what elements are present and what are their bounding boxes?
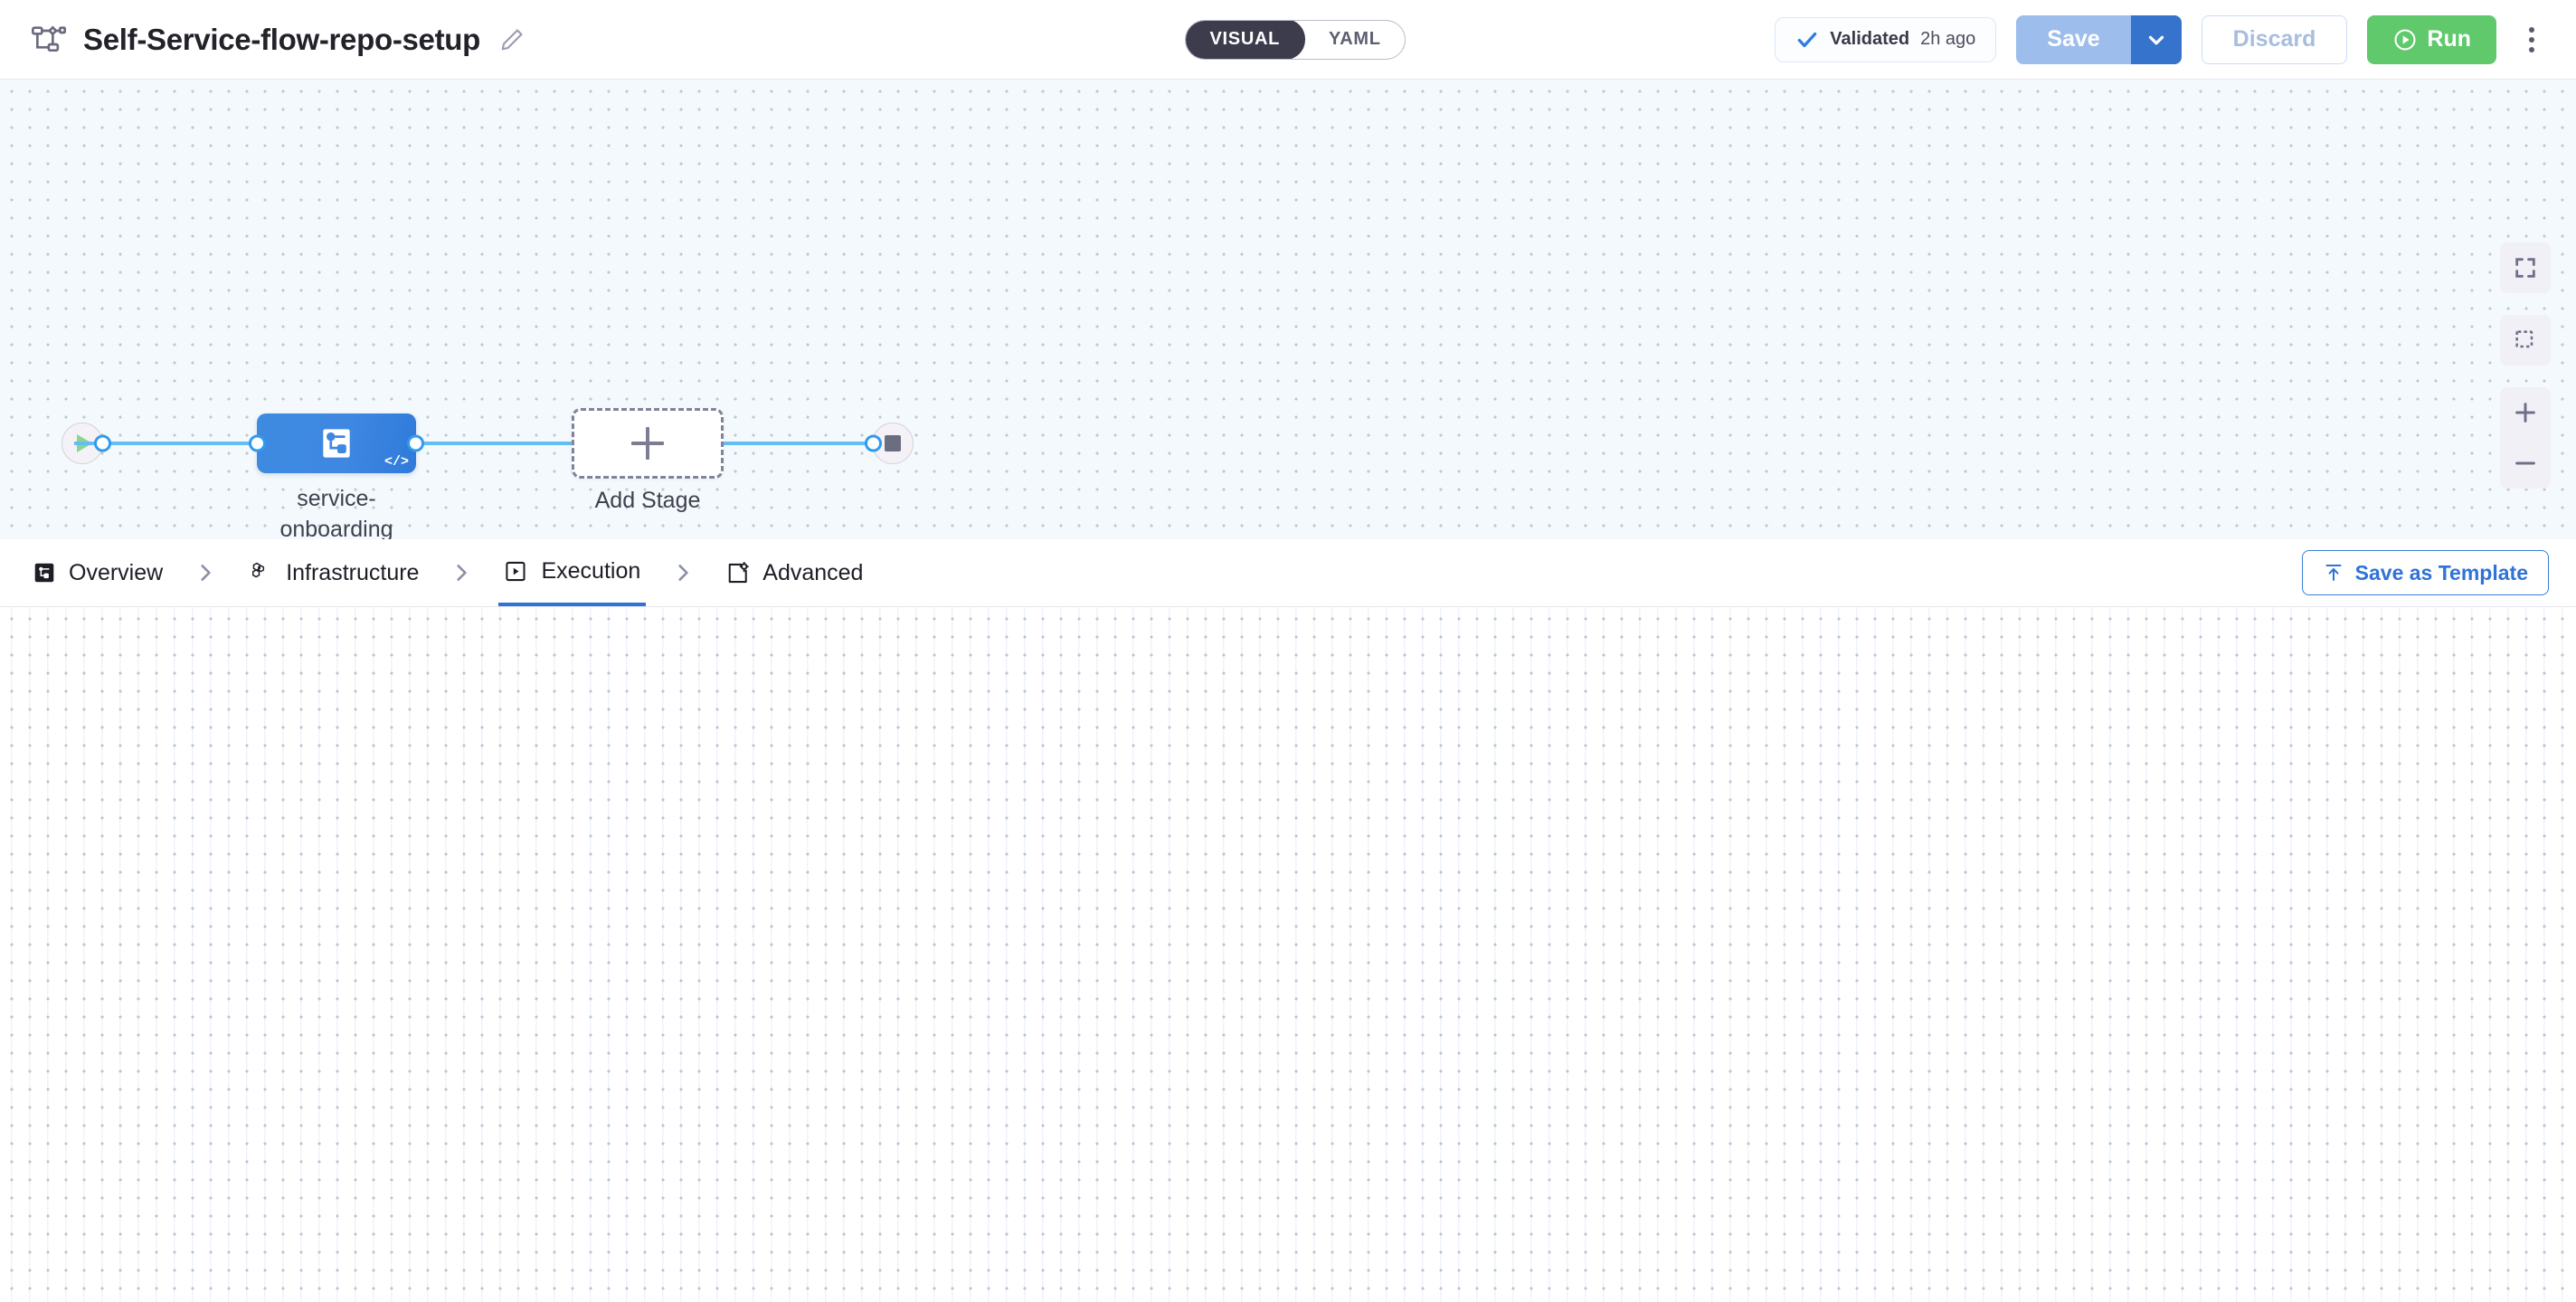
add-stage-button[interactable] <box>572 408 724 479</box>
stage-node-label: service-onboarding <box>279 486 393 539</box>
section-tab-strip: Overview Infrastructure <box>0 539 2576 607</box>
validated-label: Validated <box>1830 29 1910 49</box>
tab-execution-label: Execution <box>541 557 641 584</box>
chevron-down-icon <box>2145 28 2168 52</box>
stage-node-body[interactable]: </> <box>257 413 416 473</box>
tab-execution[interactable]: Execution <box>498 539 647 606</box>
page-title: Self-Service-flow-repo-setup <box>83 22 481 56</box>
end-node-port[interactable] <box>865 434 882 452</box>
save-as-template-button[interactable]: Save as Template <box>2301 550 2549 595</box>
chevron-right-icon <box>168 557 242 588</box>
kebab-menu-icon[interactable] <box>2516 15 2547 64</box>
pencil-icon[interactable] <box>497 24 527 55</box>
save-dropdown-button[interactable] <box>2130 14 2182 64</box>
canvas-zoom-controls[interactable] <box>2500 242 2551 489</box>
save-button-group[interactable]: Save <box>2016 14 2182 64</box>
edge-start-to-stage <box>74 442 255 445</box>
tab-overview[interactable]: Overview <box>27 539 168 606</box>
stage-code-badge: </> <box>384 454 409 470</box>
pipeline-flow-icon <box>29 21 67 59</box>
expand-icon <box>2513 255 2538 280</box>
save-button[interactable]: Save <box>2016 14 2131 64</box>
run-label: Run <box>2427 26 2471 52</box>
plus-icon <box>2515 403 2535 423</box>
edge-stage-to-addstage <box>409 442 572 445</box>
tab-advanced-label: Advanced <box>762 559 864 585</box>
toggle-yaml[interactable]: YAML <box>1329 29 1381 49</box>
play-circle-icon <box>2392 27 2418 52</box>
save-as-template-label: Save as Template <box>2354 560 2528 584</box>
advanced-icon <box>725 561 750 585</box>
overview-icon <box>33 561 56 584</box>
chevron-right-icon <box>424 557 498 588</box>
top-toolbar: Self-Service-flow-repo-setup VISUAL YAML… <box>0 0 2576 80</box>
tab-infrastructure-label: Infrastructure <box>286 559 420 585</box>
validated-time: 2h ago <box>1920 29 1976 49</box>
stage-canvas[interactable]: </> service-onboarding Add Stage <box>0 80 2576 539</box>
start-node-port[interactable] <box>94 434 111 452</box>
zoom-in-button[interactable] <box>2500 387 2551 438</box>
chevron-right-icon <box>646 557 720 588</box>
add-stage-node[interactable]: Add Stage <box>572 408 724 513</box>
fit-to-screen-button[interactable] <box>2500 242 2551 293</box>
tab-list: Overview Infrastructure <box>27 539 868 606</box>
toolbar-right-group: Validated 2h ago Save Discard Run <box>1775 14 2547 64</box>
check-icon <box>1795 28 1819 52</box>
status-badge-validated: Validated 2h ago <box>1775 16 1997 62</box>
steps-canvas[interactable]: </> CookieCutter </> CreateRepo <box>0 607 2576 1302</box>
pipeline-end-node[interactable] <box>865 423 914 464</box>
toggle-visual[interactable]: VISUAL <box>1185 20 1306 59</box>
edge-addstage-to-end <box>724 442 882 445</box>
stage-pipeline-icon <box>317 423 356 463</box>
discard-button[interactable]: Discard <box>2201 14 2348 64</box>
zoom-stack[interactable] <box>2500 387 2551 489</box>
run-button[interactable]: Run <box>2367 14 2496 64</box>
stage-input-port[interactable] <box>249 434 266 452</box>
stage-node-service-onboarding[interactable]: </> service-onboarding <box>249 413 424 539</box>
zoom-out-button[interactable] <box>2500 438 2551 489</box>
tab-overview-label: Overview <box>69 559 164 585</box>
plus-icon <box>631 427 664 460</box>
add-stage-label: Add Stage <box>594 488 701 513</box>
tab-advanced[interactable]: Advanced <box>720 539 868 606</box>
view-mode-toggle[interactable]: VISUAL YAML <box>1185 19 1406 60</box>
tab-infrastructure[interactable]: Infrastructure <box>242 539 424 606</box>
stage-output-port[interactable] <box>407 434 424 452</box>
marquee-select-icon <box>2513 328 2538 353</box>
minus-icon <box>2515 461 2535 465</box>
infrastructure-icon <box>248 560 273 585</box>
stop-icon <box>885 435 901 451</box>
select-area-button[interactable] <box>2500 315 2551 366</box>
execution-icon <box>504 559 528 584</box>
upload-template-icon <box>2323 562 2344 584</box>
toolbar-left-group: Self-Service-flow-repo-setup <box>29 21 527 59</box>
